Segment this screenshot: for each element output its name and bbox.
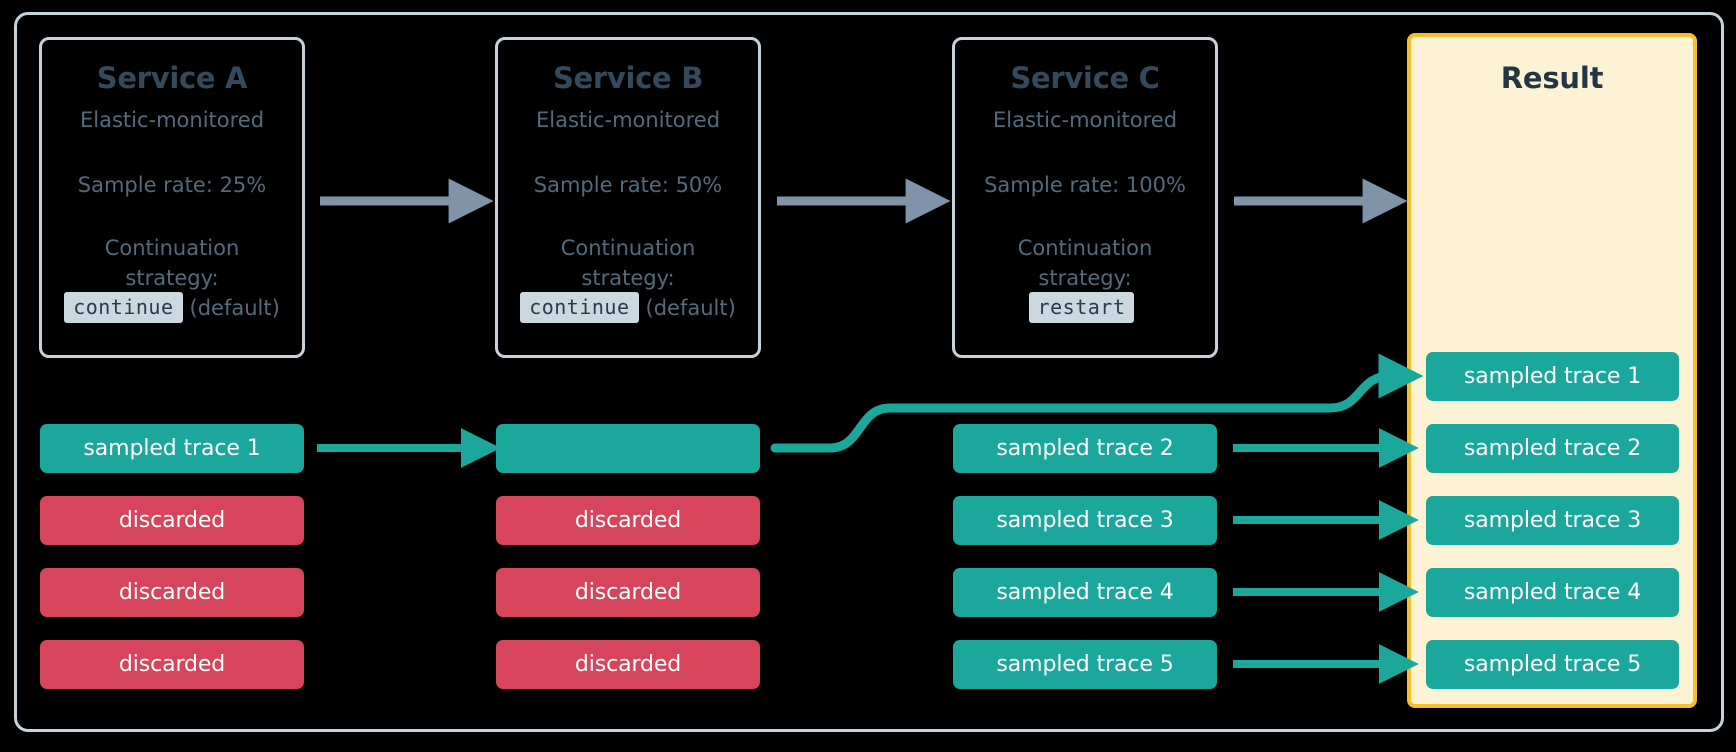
result-trace-pill-3: sampled trace 3 xyxy=(1426,496,1679,545)
service-card-a: Service A Elastic-monitored Sample rate:… xyxy=(39,37,305,358)
result-title: Result xyxy=(1500,61,1604,95)
service-c-strategy-label-line2: strategy: xyxy=(1038,266,1132,290)
trace-pill-b-3: discarded xyxy=(496,568,760,617)
trace-pill-c-1: sampled trace 2 xyxy=(953,424,1217,473)
trace-pill-b-1 xyxy=(496,424,760,473)
result-trace-pill-2: sampled trace 2 xyxy=(1426,424,1679,473)
service-b-sample-rate: Sample rate: 50% xyxy=(533,173,723,197)
service-b-strategy-row: continue (default) xyxy=(498,292,758,323)
service-b-strategy-label-line1: Continuation xyxy=(560,236,696,260)
trace-pill-a-4: discarded xyxy=(40,640,304,689)
service-card-b: Service B Elastic-monitored Sample rate:… xyxy=(495,37,761,358)
service-a-strategy-label-line2: strategy: xyxy=(125,266,219,290)
service-b-strategy-code: continue xyxy=(520,292,639,323)
service-a-sample-rate: Sample rate: 25% xyxy=(77,173,267,197)
trace-pill-c-3: sampled trace 4 xyxy=(953,568,1217,617)
trace-pill-c-4: sampled trace 5 xyxy=(953,640,1217,689)
result-trace-pill-4: sampled trace 4 xyxy=(1426,568,1679,617)
service-c-subtitle: Elastic-monitored xyxy=(992,108,1178,132)
service-a-subtitle: Elastic-monitored xyxy=(79,108,265,132)
service-c-title: Service C xyxy=(1010,61,1160,95)
service-c-sample-rate: Sample rate: 100% xyxy=(984,173,1186,197)
service-c-strategy-code: restart xyxy=(1028,292,1135,323)
service-b-strategy-note: (default) xyxy=(645,295,736,320)
trace-pill-a-3: discarded xyxy=(40,568,304,617)
trace-pill-a-2: discarded xyxy=(40,496,304,545)
service-b-strategy-label-line2: strategy: xyxy=(581,266,675,290)
service-a-strategy-row: continue (default) xyxy=(42,292,302,323)
trace-pill-a-1: sampled trace 1 xyxy=(40,424,304,473)
service-a-strategy-code: continue xyxy=(64,292,183,323)
trace-pill-c-2: sampled trace 3 xyxy=(953,496,1217,545)
service-card-c: Service C Elastic-monitored Sample rate:… xyxy=(952,37,1218,358)
result-trace-pill-1: sampled trace 1 xyxy=(1426,352,1679,401)
trace-pill-b-4: discarded xyxy=(496,640,760,689)
result-trace-pill-5: sampled trace 5 xyxy=(1426,640,1679,689)
service-b-subtitle: Elastic-monitored xyxy=(535,108,721,132)
service-a-strategy-label-line1: Continuation xyxy=(104,236,240,260)
diagram-outer-frame xyxy=(14,12,1724,732)
service-a-title: Service A xyxy=(96,61,248,95)
trace-pill-b-2: discarded xyxy=(496,496,760,545)
service-c-strategy-row: restart xyxy=(955,292,1215,323)
service-a-strategy-note: (default) xyxy=(189,295,280,320)
service-b-title: Service B xyxy=(552,61,704,95)
service-c-strategy-label-line1: Continuation xyxy=(1017,236,1153,260)
